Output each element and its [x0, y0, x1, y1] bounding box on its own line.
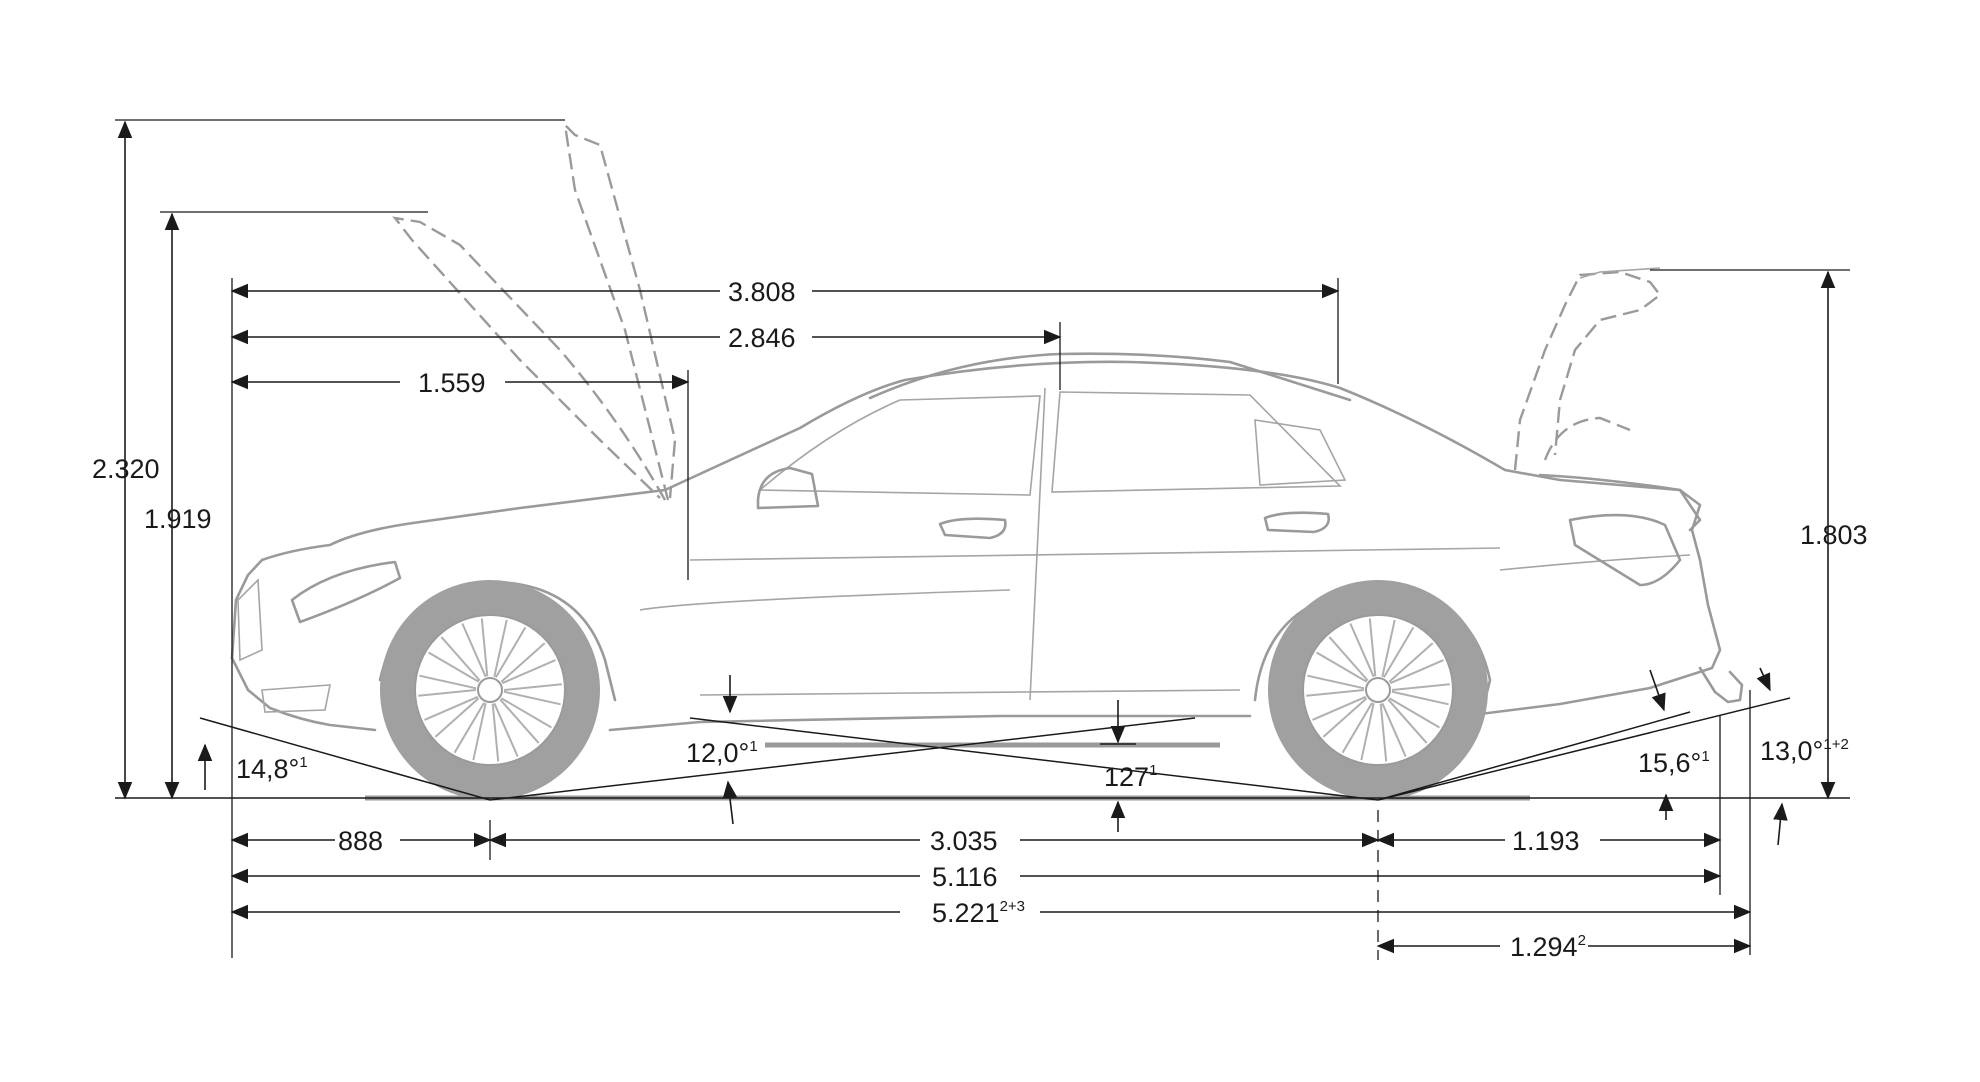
wheel-spoke: [418, 674, 477, 697]
front-to-b-pillar-label: 2.846: [728, 323, 796, 353]
height-hood-open-label: 1.919: [144, 504, 212, 534]
front-to-a-pillar-label: 1.559: [418, 368, 486, 398]
front-wheel: [380, 580, 600, 800]
wheel-spoke: [1388, 642, 1444, 685]
breakover-angle-label: 12,0°1: [686, 738, 758, 768]
height-trunk-open-label: 2.320: [92, 454, 160, 484]
wheel-spoke: [1391, 683, 1450, 706]
ground-clearance-label: 1271: [1104, 762, 1157, 792]
wheel-spoke: [493, 619, 527, 678]
wheel-spoke: [1379, 702, 1407, 762]
wheel-spoke: [461, 618, 489, 678]
height-rear-lid-open-label: 1.803: [1800, 520, 1868, 550]
approach-angle-label: 14,8°1: [236, 754, 308, 784]
wheel-spoke: [1316, 636, 1369, 683]
wheel-spoke: [1381, 619, 1415, 678]
wheel-spoke: [500, 642, 556, 685]
rear-overhang-with-hitch-label: 1.2942: [1510, 932, 1586, 962]
wheel-spoke: [424, 695, 480, 738]
wheel-spoke: [1387, 697, 1440, 744]
wheel-spoke: [503, 683, 562, 706]
three-pointed-star-icon: [477, 677, 503, 703]
front-overhang-label: 888: [338, 826, 383, 856]
wheel-spoke: [1349, 618, 1377, 678]
wheel-spoke: [453, 702, 487, 761]
front-to-windshield-label: 3.808: [728, 277, 796, 307]
dimension-lines: [115, 119, 1850, 960]
wheel-spoke: [1306, 674, 1365, 697]
wheel-spoke: [1341, 702, 1375, 761]
wheel-spoke: [491, 702, 519, 762]
length-with-hitch-label: 5.2212+3: [932, 898, 1025, 928]
car-side-view: [230, 121, 1744, 801]
wheel-spoke: [1312, 695, 1368, 738]
rear-wheel: [1268, 580, 1488, 800]
wheel-spoke: [499, 697, 552, 744]
length-label: 5.116: [932, 862, 998, 892]
dimension-labels: 2.320 1.919 1.803 3.808 2.846 1.559 888 …: [92, 277, 1868, 962]
three-pointed-star-icon: [1365, 677, 1391, 703]
wheel-spoke: [428, 636, 481, 683]
rear-overhang-label: 1.193: [1512, 826, 1580, 856]
wheelbase-label: 3.035: [930, 826, 998, 856]
departure-angle-hitch-label: 13,0°1+2: [1760, 736, 1849, 766]
departure-angle-label: 15,6°1: [1638, 748, 1710, 778]
